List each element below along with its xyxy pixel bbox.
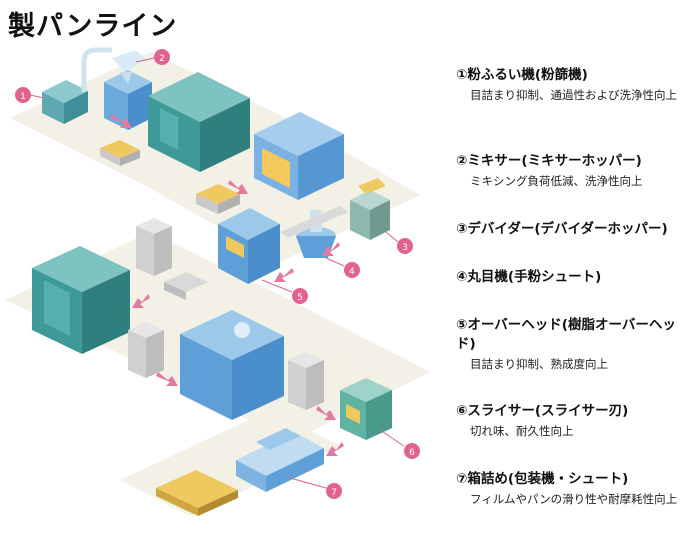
process-item-7: ⑦箱詰め(包装機・シュート) フィルムやパンの滑り性や耐摩耗性向上 bbox=[456, 470, 692, 508]
proofer-cabinet bbox=[32, 246, 130, 354]
marker-1: 1 bbox=[15, 87, 45, 103]
marker-7: 7 bbox=[289, 477, 342, 499]
process-item-title: ⑥スライサー(スライサー刃) bbox=[456, 403, 629, 419]
overhead-machine bbox=[218, 208, 280, 284]
process-item-5: ⑤オーバーヘッド(樹脂オーバーヘッド) 目詰まり抑制、熟成度向上 bbox=[456, 316, 692, 373]
flour-duct bbox=[81, 47, 112, 92]
process-item-3: ③デバイダー(デバイダーホッパー) bbox=[456, 220, 692, 239]
divider-machine bbox=[350, 178, 390, 240]
marker-4-label: 4 bbox=[349, 267, 355, 277]
process-item-4: ④丸目機(手粉シュート) bbox=[456, 268, 692, 287]
bread-rack-3 bbox=[288, 352, 324, 410]
process-item-desc: 目詰まり抑制、通過性および洗浄性向上 bbox=[470, 88, 677, 102]
marker-1-label: 1 bbox=[20, 92, 26, 102]
page-title: 製パンライン bbox=[8, 11, 178, 42]
bread-rack-2 bbox=[128, 322, 164, 378]
oven-machine bbox=[254, 112, 344, 200]
process-item-title: ⑦箱詰め(包装機・シュート) bbox=[456, 471, 629, 487]
marker-6: 6 bbox=[379, 429, 420, 459]
process-item-2: ②ミキサー(ミキサーホッパー) ミキシング負荷低減、洗浄性向上 bbox=[456, 152, 692, 190]
marker-5-label: 5 bbox=[297, 293, 303, 303]
process-item-desc: ミキシング負荷低減、洗浄性向上 bbox=[470, 174, 643, 188]
marker-3: 3 bbox=[385, 231, 413, 254]
proofer-cabinet-top bbox=[148, 72, 250, 172]
flour-sifter-machine bbox=[42, 80, 88, 124]
marker-2-label: 2 bbox=[159, 54, 165, 64]
marker-5: 5 bbox=[261, 279, 308, 304]
pan-tray bbox=[164, 272, 208, 300]
marker-7-label: 7 bbox=[331, 488, 337, 498]
packed-bread-boxes bbox=[156, 470, 238, 516]
process-item-desc: フィルムやパンの滑り性や耐摩耗性向上 bbox=[470, 492, 678, 506]
conveyor-belt bbox=[280, 206, 348, 238]
process-item-title: ③デバイダー(デバイダーホッパー) bbox=[456, 221, 668, 237]
marker-4: 4 bbox=[325, 257, 360, 278]
packaging-machine bbox=[236, 428, 324, 492]
cooling-machine bbox=[180, 310, 284, 420]
process-item-title: ①粉ふるい機(粉篩機) bbox=[456, 67, 588, 83]
dough-tray-2 bbox=[196, 184, 240, 214]
bread-rack bbox=[136, 218, 172, 276]
process-item-desc: 切れ味、耐久性向上 bbox=[470, 424, 574, 438]
process-item-title: ⑤オーバーヘッド(樹脂オーバーヘッド) bbox=[456, 317, 676, 352]
bread-line-illustration: 1 2 3 4 5 6 7 bbox=[5, 47, 430, 516]
flow-arrows bbox=[110, 114, 344, 456]
marker-3-label: 3 bbox=[402, 243, 408, 253]
mixer-machine bbox=[104, 50, 152, 130]
marker-2: 2 bbox=[135, 49, 170, 65]
marker-6-label: 6 bbox=[409, 448, 415, 458]
dough-tray bbox=[100, 140, 140, 166]
slicer-machine bbox=[340, 378, 392, 440]
process-item-1: ①粉ふるい機(粉篩機) 目詰まり抑制、通過性および洗浄性向上 bbox=[456, 66, 692, 104]
process-item-6: ⑥スライサー(スライサー刃) 切れ味、耐久性向上 bbox=[456, 402, 692, 440]
process-item-desc: 目詰まり抑制、熟成度向上 bbox=[470, 357, 608, 371]
process-item-title: ④丸目機(手粉シュート) bbox=[456, 269, 602, 285]
process-item-title: ②ミキサー(ミキサーホッパー) bbox=[456, 153, 642, 169]
